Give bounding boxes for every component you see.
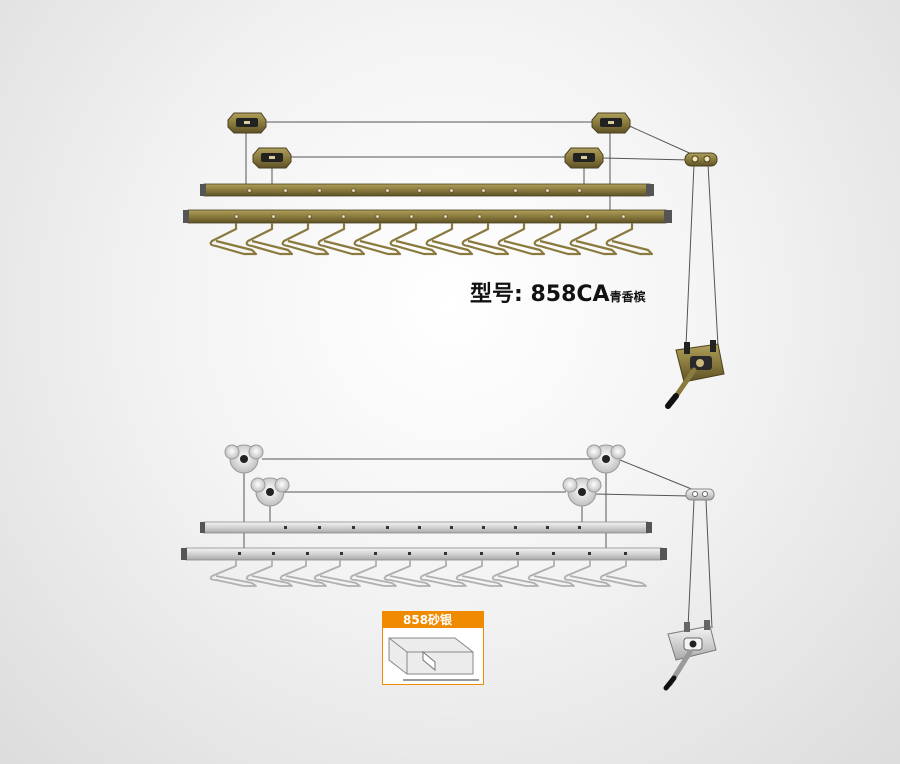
bottom-ceiling-mount xyxy=(250,477,290,507)
bottom-corner-pulley xyxy=(685,488,715,501)
bottom-hangers xyxy=(209,560,647,587)
top-ceiling-mount xyxy=(252,147,292,169)
bottom-lower-rod xyxy=(181,547,667,561)
top-hangers xyxy=(209,223,654,256)
top-crank-winder xyxy=(665,340,725,409)
rod-profile-swatch xyxy=(383,628,483,684)
model-label: 型号: 858CA青香槟 xyxy=(470,276,646,308)
bottom-crank-winder xyxy=(663,620,717,691)
top-ceiling-mount xyxy=(564,147,604,169)
model-color-name: 青香槟 xyxy=(609,290,646,304)
top-rack-cables xyxy=(245,121,719,347)
variant-card-title: 858砂银 xyxy=(383,612,483,628)
model-prefix: 型号 xyxy=(470,282,515,307)
model-number: : 858CA xyxy=(514,282,610,307)
top-lower-rod xyxy=(183,209,672,224)
variant-card: 858砂银 xyxy=(382,611,484,685)
bottom-ceiling-mount xyxy=(562,477,602,507)
bottom-ceiling-mount xyxy=(224,444,264,474)
bottom-rack-cables xyxy=(243,458,713,629)
top-ceiling-mount xyxy=(591,112,631,134)
top-corner-pulley xyxy=(684,152,718,167)
bottom-rack xyxy=(181,444,717,691)
top-ceiling-mount xyxy=(227,112,267,134)
bottom-ceiling-mount xyxy=(586,444,626,474)
bottom-upper-rod xyxy=(200,521,652,534)
top-rack xyxy=(183,112,725,409)
top-upper-rod xyxy=(200,183,654,197)
